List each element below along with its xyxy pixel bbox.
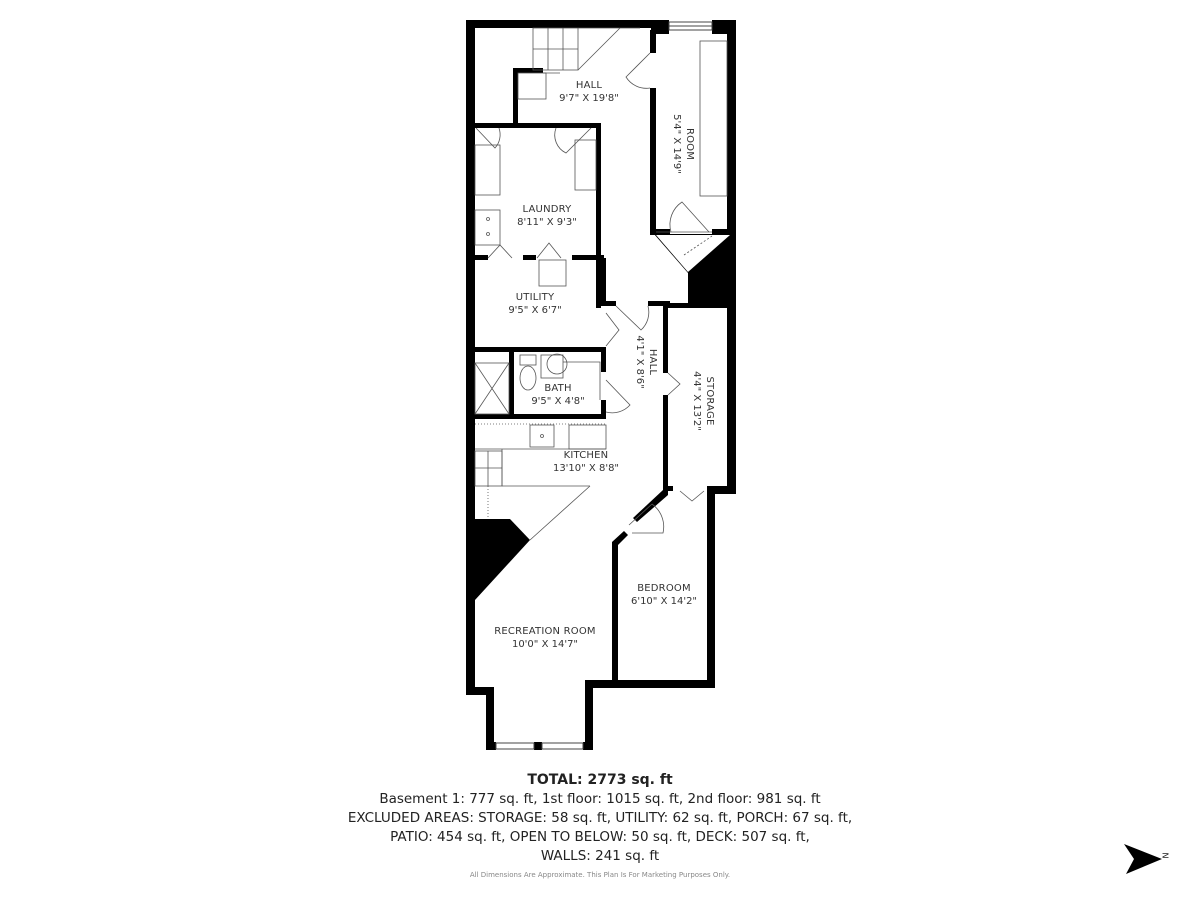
room-name: UTILITY [515, 292, 555, 303]
room-label-kitchen: KITCHEN 13'10" X 8'8" [553, 449, 619, 475]
room-name: STORAGE [704, 376, 715, 426]
room-dimensions: 5'4" X 14'9" [671, 114, 682, 174]
room-dimensions: 9'5" X 4'8" [531, 396, 585, 407]
room-dimensions: 9'5" X 6'7" [508, 305, 562, 316]
room-name: BATH [544, 383, 572, 394]
excluded-areas-line-2: PATIO: 454 sq. ft, OPEN TO BELOW: 50 sq.… [390, 829, 810, 845]
windows [495, 21, 713, 750]
fixtures [474, 27, 728, 541]
room-label-utility: UTILITY 9'5" X 6'7" [508, 291, 561, 317]
room-label-recreation-room: RECREATION ROOM 10'0" X 14'7" [494, 625, 596, 651]
total-area: TOTAL: 2773 sq. ft [527, 772, 673, 788]
room-label-hall-upper: HALL 9'7" X 19'8" [559, 79, 619, 105]
room-label-laundry: LAUNDRY 8'11" X 9'3" [517, 203, 577, 229]
room-label-bedroom: BEDROOM 6'10" X 14'2" [631, 582, 697, 608]
room-name: LAUNDRY [522, 204, 572, 215]
room-name: HALL [575, 80, 603, 91]
north-arrow-icon [1124, 844, 1162, 874]
room-name: RECREATION ROOM [494, 626, 596, 637]
excluded-areas-line-1: EXCLUDED AREAS: STORAGE: 58 sq. ft, UTIL… [347, 810, 853, 826]
room-name: HALL [647, 348, 658, 376]
disclaimer: All Dimensions Are Approximate. This Pla… [469, 871, 731, 879]
room-shapes [656, 235, 730, 272]
excluded-areas-line-3: WALLS: 241 sq. ft [540, 848, 660, 864]
room-dimensions: 6'10" X 14'2" [630, 596, 698, 607]
room-label-bath: BATH 9'5" X 4'8" [531, 382, 584, 408]
floor-areas: Basement 1: 777 sq. ft, 1st floor: 1015 … [379, 791, 821, 807]
room-name: KITCHEN [563, 450, 609, 461]
room-dimensions: 8'11" X 9'3" [517, 217, 577, 228]
north-label: N [1160, 852, 1170, 859]
room-dimensions: 13'10" X 8'8" [552, 463, 620, 474]
room-dimensions: 9'7" X 19'8" [559, 93, 619, 104]
room-dimensions: 4'4" X 13'2" [691, 371, 702, 431]
room-dimensions: 4'1" X 8'6" [634, 335, 645, 389]
room-name: ROOM [684, 127, 695, 161]
room-name: BEDROOM [637, 583, 691, 594]
room-dimensions: 10'0" X 14'7" [511, 639, 579, 650]
